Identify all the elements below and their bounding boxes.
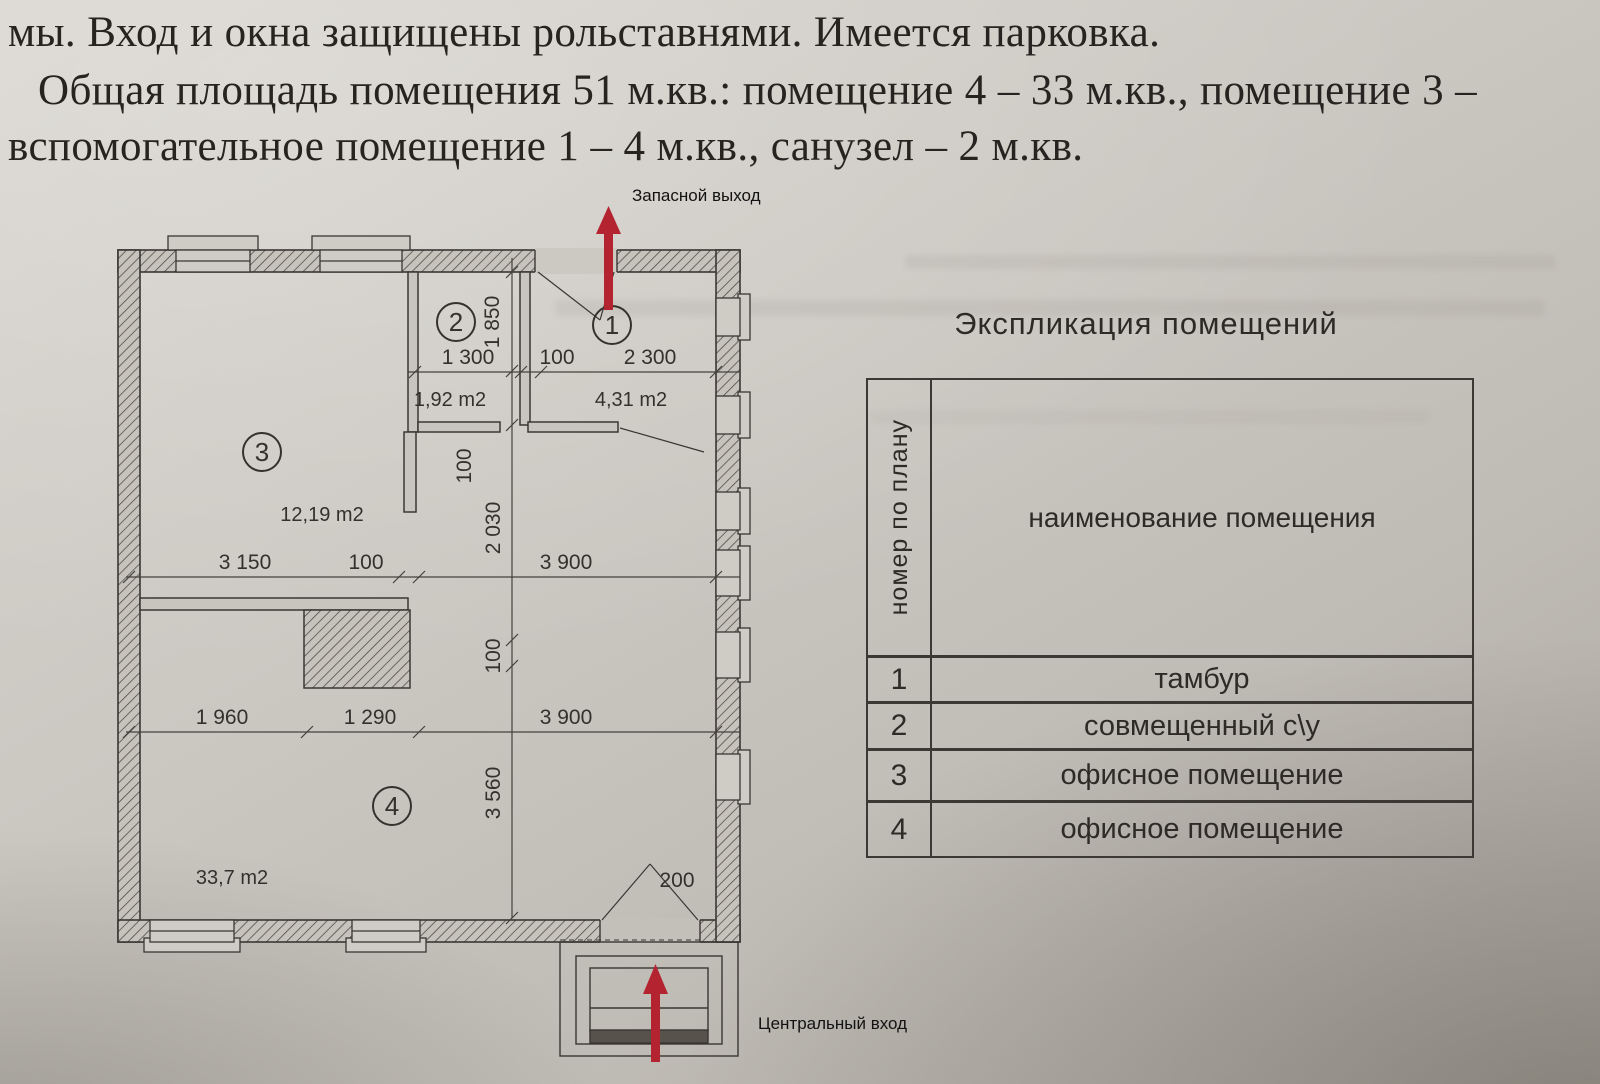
dim-1300: 1 300 [442,346,495,369]
dim-2300: 2 300 [624,346,677,369]
bleed-through-text [555,300,1545,316]
legend-row-3-name: офисное помещение [1060,759,1344,791]
window-sill [167,235,259,251]
room-3-circle [242,432,282,472]
dimension-labels: 1 300 100 2 300 1,92 m2 4,31 m2 1 850 10… [196,296,695,892]
dim-100-vertical-b: 100 [482,638,505,673]
legend-row-1-number: 1 [868,658,932,701]
dim-1850: 1 850 [481,296,504,349]
document-text-line-2: Общая площадь помещения 51 м.кв.: помеще… [38,67,1478,114]
main-entrance-label: Центральный вход [758,1014,908,1033]
exit-door-gap [535,248,617,274]
legend-col-number-header: номер по плану [868,380,932,655]
bleed-through-text [905,255,1555,269]
partition-hall-a [417,421,501,433]
dimension-lines [122,258,740,925]
room1-door-leaf [619,427,705,453]
legend-row-4-name: офисное помещение [1060,813,1344,845]
room-4-number: 4 [385,791,399,821]
dim-100: 100 [539,346,574,369]
room-4-circle [372,786,412,826]
legend-row-1: 1 тамбур [868,655,1472,701]
wall-block [303,609,411,689]
dim-1960: 1 960 [196,706,249,729]
interior-walls [139,271,619,689]
legend-row-3: 3 офисное помещение [868,748,1472,800]
dim-100-vertical: 100 [453,448,476,483]
room-1-area: 4,31 m2 [595,389,667,411]
exit-door-leaf [537,271,601,321]
dim-3150: 3 150 [219,551,272,574]
dim-100-b: 100 [348,551,383,574]
document-text-line-3: вспомогательное помещение 1 – 4 м.кв., с… [8,123,1084,170]
partition-room3-stub [403,431,417,513]
dim-200: 200 [659,869,694,892]
room-2-circle [436,302,476,342]
legend-row-2-name: совмещенный с\у [1084,709,1320,742]
room-3-number: 3 [255,437,269,467]
entrance-porch [559,941,739,1057]
porch-inner [589,967,709,1033]
room-2-area: 1,92 m2 [414,389,486,411]
legend-row-4-number: 4 [868,803,932,856]
door-leaves [537,271,705,921]
dim-2030: 2 030 [482,502,505,555]
emergency-exit-label: Запасной выход [632,186,761,205]
windows [143,235,751,953]
dim-3900-b: 3 900 [540,706,593,729]
partition-room1-room2 [519,271,531,426]
legend-col-number-label: номер по плану [884,419,913,616]
bleed-through-text [870,410,1430,424]
wall-left [117,249,141,943]
room-1-number: 1 [605,310,619,340]
emergency-exit-arrow [596,206,621,310]
partition-room3-room4 [139,597,409,611]
legend-row-2: 2 совмещенный с\у [868,701,1472,748]
door-openings [534,248,701,944]
window [715,753,741,801]
porch-outer [559,941,739,1057]
window [715,631,741,679]
room-4-area: 33,7 m2 [196,867,268,889]
legend-header-row: номер по плану наименование помещения [868,380,1472,655]
legend-row-3-number: 3 [868,751,932,800]
entrance-door-leaf [601,863,651,921]
legend-title: Экспликация помещений [954,306,1338,341]
dim-3560: 3 560 [482,767,505,820]
document-text-line-1: мы. Вход и окна защищены рольставнями. И… [8,9,1161,56]
legend-row-4: 4 офисное помещение [868,800,1472,856]
dim-1290: 1 290 [344,706,397,729]
porch-middle [575,955,723,1045]
partition-hall-b [527,421,619,433]
legend-table: номер по плану наименование помещения 1 … [866,378,1474,858]
window [715,297,741,337]
porch-step [589,1029,709,1044]
legend-row-2-number: 2 [868,704,932,748]
window [715,491,741,531]
dim-3900-a: 3 900 [540,551,593,574]
window-sill [311,235,411,251]
room-3-area: 12,19 m2 [280,504,363,526]
legend-col-name-header: наименование помещения [1028,501,1376,533]
legend-row-1-name: тамбур [1154,663,1250,695]
window [715,395,741,435]
room-2-number: 2 [449,307,463,337]
main-entrance-arrow [643,964,668,1062]
